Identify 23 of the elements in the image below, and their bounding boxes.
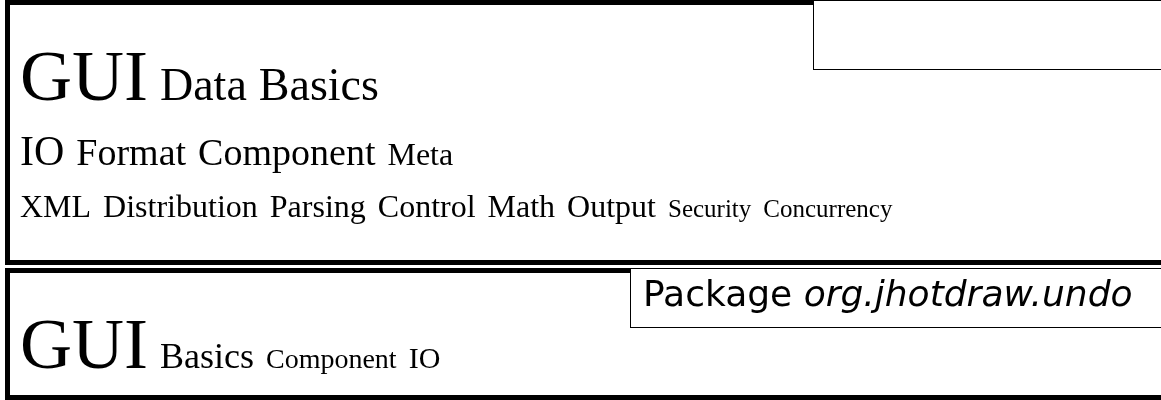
tag-word: Component: [265, 345, 397, 373]
tag-word: Data: [159, 62, 247, 108]
tag-word: Distribution: [103, 190, 258, 222]
tag-word: Format: [76, 133, 187, 171]
tag-word: GUI: [20, 308, 148, 380]
empty-box: [813, 0, 1161, 70]
tag-word: XML: [20, 190, 92, 222]
tag-word: Basics: [159, 338, 254, 374]
tag-word: Basics: [258, 62, 379, 108]
tag-word: Security: [668, 196, 752, 221]
tag-word: Concurrency: [763, 196, 893, 221]
tag-word: IO: [408, 343, 441, 373]
tag-word: IO: [20, 130, 65, 172]
tag-word: Math: [487, 190, 556, 222]
tag-word: Output: [567, 190, 656, 222]
tag-word: Meta: [387, 138, 454, 170]
tag-word: Component: [198, 133, 376, 171]
tag-word: Control: [377, 190, 476, 222]
tag-word: GUI: [20, 40, 148, 112]
tag-word: Parsing: [269, 190, 366, 222]
tag-cloud-panel: [5, 268, 1161, 400]
tag-cloud-panel: [5, 0, 1161, 265]
title-box: Package org.jhotdraw.undo: [630, 268, 1161, 328]
